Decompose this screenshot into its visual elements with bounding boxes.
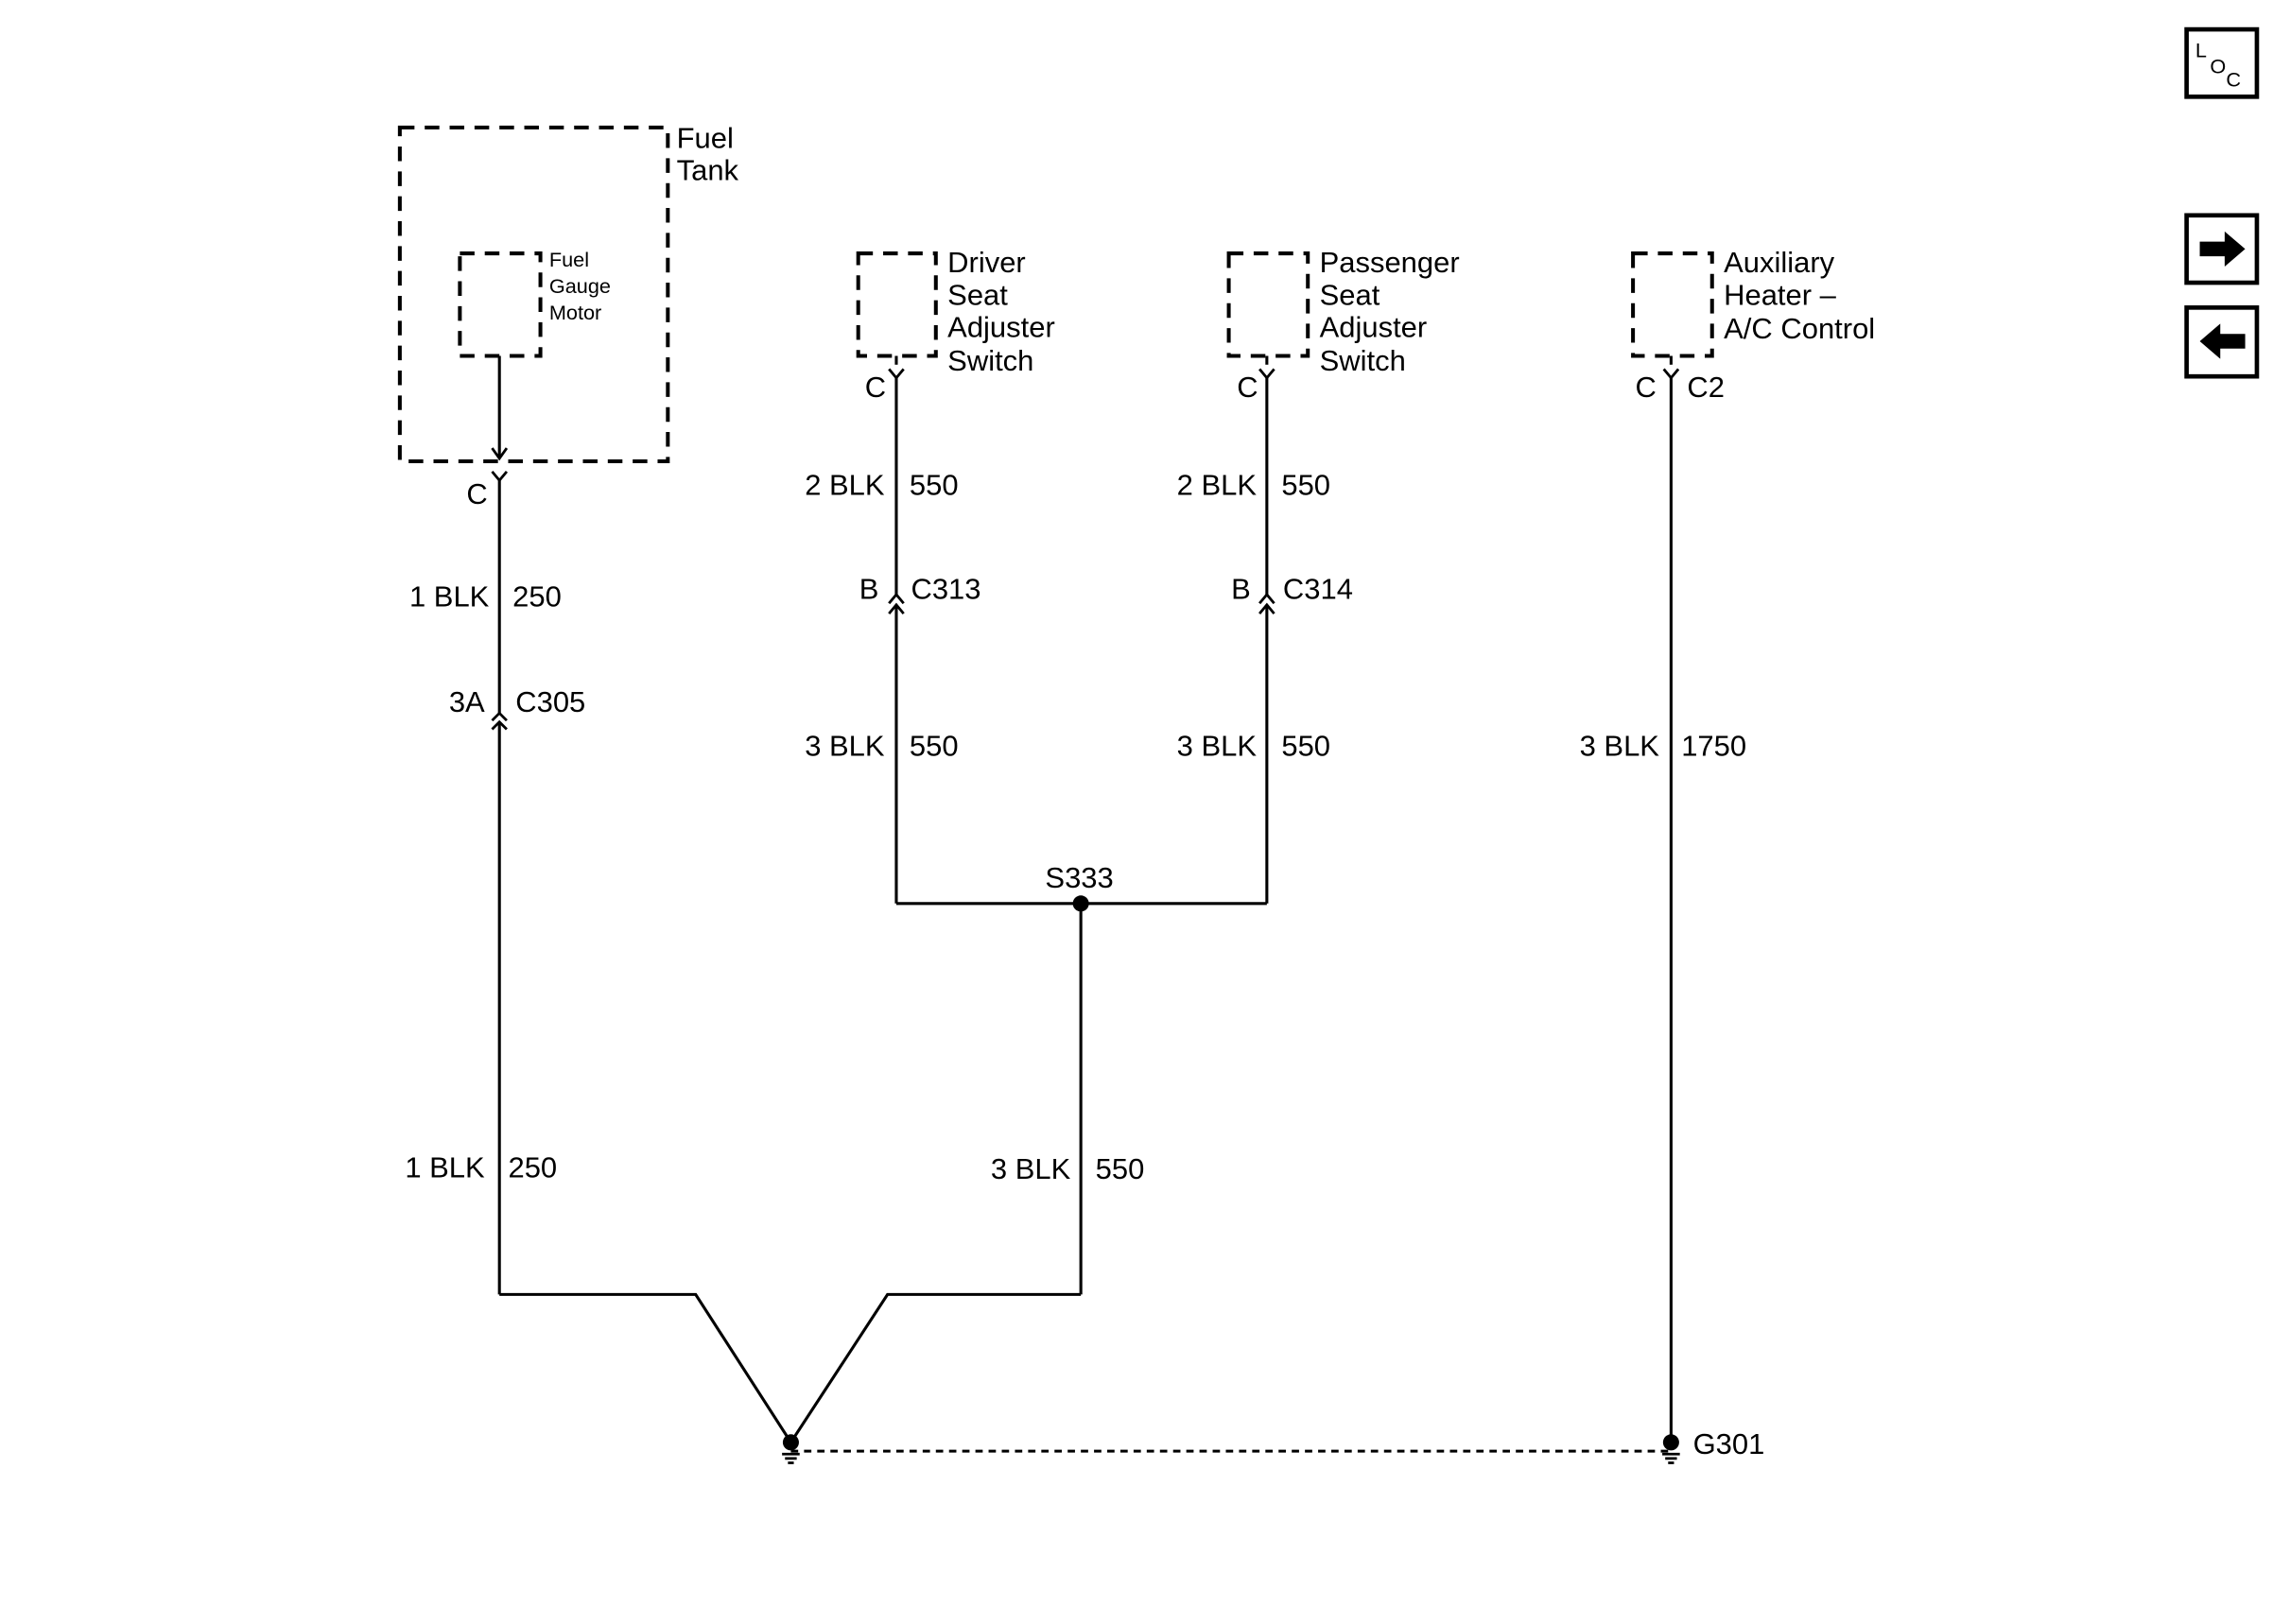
aux-heater-ac-control-box	[1631, 251, 1714, 358]
c314-name: C314	[1283, 573, 1353, 606]
location-letter-l: L	[2195, 39, 2207, 62]
aux-wire-circuit: 1750	[1681, 729, 1746, 762]
fuel-tank-label-line2: Tank	[677, 154, 739, 187]
ground-g301-label: G301	[1693, 1427, 1765, 1460]
driver-seat-connector-terminal	[888, 368, 905, 380]
driver-seat-switch-label-line1: Driver	[947, 246, 1026, 279]
arrow-left-icon	[2199, 323, 2246, 359]
location-button[interactable]: L O C	[2184, 26, 2260, 99]
driver-seat-switch-label-line2: Seat	[947, 278, 1008, 311]
fuel-upper-wire-size-color: 1 BLK	[409, 579, 490, 613]
driver-upper-wire-size-color: 2 BLK	[805, 469, 885, 502]
driver-upper-wire-circuit: 550	[910, 469, 959, 502]
location-letter-o: O	[2210, 55, 2226, 78]
ground-g301-dot	[1662, 1434, 1679, 1451]
ground-icon	[782, 1452, 800, 1464]
passenger-seat-switch-label-line3: Adjuster	[1320, 310, 1428, 343]
fuel-gauge-motor-label-line2: Gauge	[549, 274, 611, 298]
c314-pin: B	[1231, 573, 1251, 606]
aux-wire-size-color: 3 BLK	[1580, 729, 1660, 762]
passenger-seat-switch-label-line4: Switch	[1320, 344, 1406, 377]
fuel-tank-connector-pin: C	[466, 477, 487, 510]
passenger-seat-switch-box	[1226, 251, 1310, 358]
fuel-upper-wire-circuit: 250	[512, 579, 562, 613]
fuel-gauge-motor-label-line3: Motor	[549, 301, 601, 324]
c305-name: C305	[515, 685, 585, 718]
ground-junction-dot	[782, 1434, 799, 1451]
driver-lower-wire-size-color: 3 BLK	[805, 729, 885, 762]
fuel-gauge-motor-box	[458, 251, 543, 358]
driver-seat-switch-box	[856, 251, 938, 358]
driver-seat-switch-label-line3: Adjuster	[947, 310, 1055, 343]
fuel-ground-branch	[499, 1292, 792, 1443]
ground-icon	[1662, 1452, 1680, 1464]
c305-connector-chevron-top	[491, 711, 508, 722]
c313-name: C313	[911, 573, 980, 606]
aux-heater-label-line2: Heater –	[1724, 278, 1837, 311]
fuel-lower-wire-circuit: 250	[508, 1150, 557, 1183]
fuel-tank-box	[397, 125, 670, 464]
passenger-lower-wire-size-color: 3 BLK	[1177, 729, 1258, 762]
passenger-lower-wire-circuit: 550	[1281, 729, 1330, 762]
splice-ground-branch	[789, 1292, 1082, 1443]
aux-connector-name: C2	[1687, 371, 1725, 404]
aux-connector-terminal	[1662, 368, 1680, 380]
aux-heater-label-line3: A/C Control	[1724, 312, 1875, 345]
c313-pin: B	[859, 573, 879, 606]
fuel-lower-wire-size-color: 1 BLK	[405, 1150, 485, 1183]
passenger-seat-connector-terminal	[1258, 368, 1275, 380]
aux-connector-pin: C	[1636, 371, 1657, 404]
passenger-seat-switch-label-line2: Seat	[1320, 278, 1380, 311]
aux-heater-label-line1: Auxiliary	[1724, 246, 1835, 279]
arrow-right-icon	[2199, 231, 2246, 268]
c305-pin: 3A	[449, 685, 485, 718]
fuel-tank-connector-terminal	[491, 470, 509, 483]
c313-connector-chevron-top	[888, 592, 905, 605]
passenger-seat-switch-label-line1: Passenger	[1320, 246, 1460, 279]
passenger-seat-connector-pin: C	[1237, 371, 1258, 404]
next-page-button[interactable]	[2184, 213, 2260, 285]
previous-page-button[interactable]	[2184, 305, 2260, 379]
fuel-gauge-motor-label-line1: Fuel	[549, 248, 589, 271]
passenger-upper-wire-circuit: 550	[1281, 469, 1330, 502]
fuel-gauge-arrow-icon	[491, 447, 509, 461]
passenger-upper-wire-size-color: 2 BLK	[1177, 469, 1258, 502]
driver-seat-connector-pin: C	[865, 371, 886, 404]
driver-lower-wire-circuit: 550	[910, 729, 959, 762]
driver-seat-switch-label-line4: Switch	[947, 344, 1033, 377]
fuel-tank-label-line1: Fuel	[677, 122, 734, 155]
splice-to-ground-wire-size-color: 3 BLK	[991, 1152, 1071, 1185]
splice-s333-label: S333	[1045, 861, 1113, 894]
location-letter-c: C	[2226, 67, 2241, 91]
c314-connector-chevron-top	[1258, 592, 1275, 605]
splice-to-ground-wire-circuit: 550	[1096, 1152, 1145, 1185]
